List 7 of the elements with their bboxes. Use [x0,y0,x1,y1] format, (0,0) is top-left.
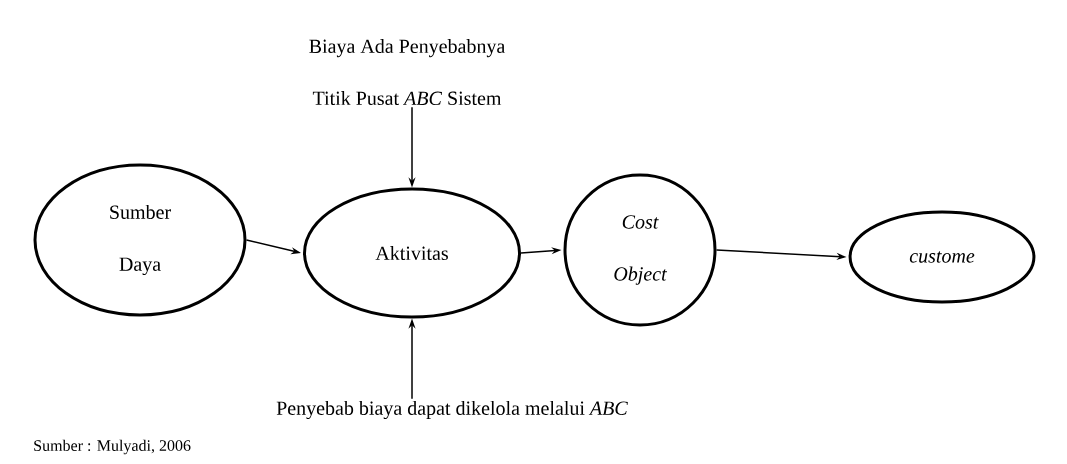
ellipse-node: Sumber Daya [33,163,247,317]
node-text: Biaya Ada Penyebabnya Titik Pusat ABC Sistem [309,38,506,106]
node-text: Penyebab biaya dapat dikelola melalui ABC [276,400,628,420]
caption: Sumber : Mulyadi, 2006 [34,439,191,455]
ellipse-node: Aktivitas [303,187,521,319]
ellipse-node: custome [848,210,1036,304]
ellipse-node: Cost Object [563,173,717,327]
